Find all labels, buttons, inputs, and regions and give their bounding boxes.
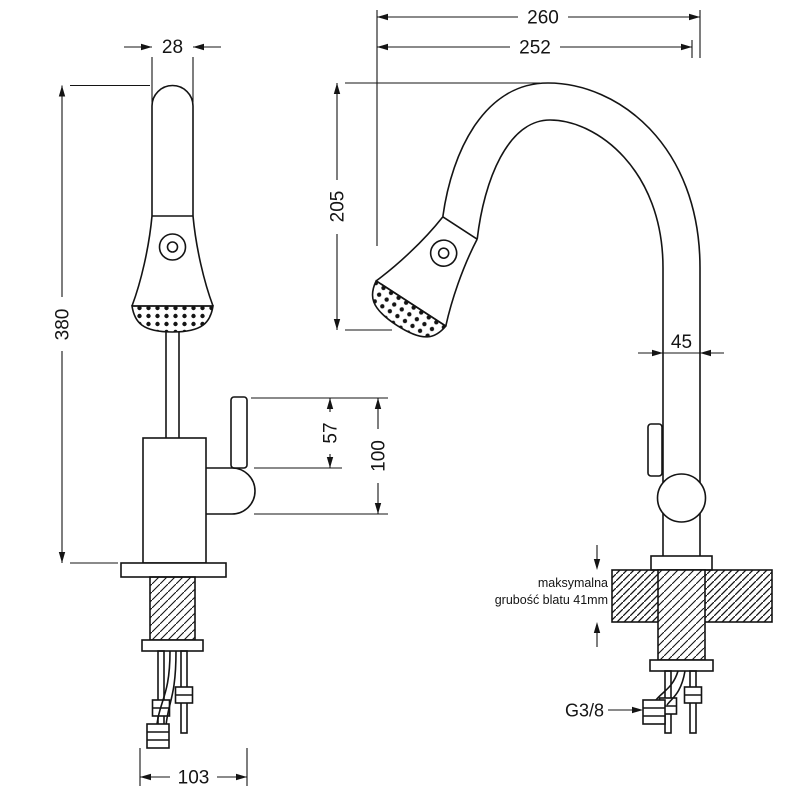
- dim-103-arrow-left: [140, 773, 151, 781]
- spray-head-cone-left: [375, 216, 444, 282]
- dim-103-extension-lines: [139, 748, 248, 786]
- mounting-stud-left: [157, 650, 165, 734]
- dim-28-extension-lines: [151, 57, 194, 102]
- dim-103-label-mask: [170, 766, 217, 788]
- hose-fitting-g38: [642, 699, 666, 725]
- threaded-shank: [149, 576, 196, 641]
- thickness-arrow-down: [593, 559, 601, 570]
- ball-joint: [656, 473, 707, 523]
- dim-100-label: 100: [369, 440, 390, 472]
- dim-205-label: 205: [328, 191, 349, 223]
- base-flange-side: [650, 555, 713, 571]
- dim-252-label-mask: [510, 36, 560, 58]
- handle-blade-side: [647, 423, 663, 477]
- dim-205-label-mask: [325, 180, 348, 234]
- threaded-shank-side: [657, 569, 706, 661]
- gooseneck-outer: [442, 82, 701, 556]
- spout-body: [151, 84, 194, 216]
- dim-57-100-extension-lines: [251, 397, 388, 515]
- dim-57-arrow-bottom: [326, 457, 334, 468]
- side-view: [371, 82, 773, 734]
- g38-arrowhead: [632, 706, 643, 714]
- mounting-washer: [141, 639, 204, 652]
- dim-252-arrow-left: [377, 43, 388, 51]
- dim-260-label: 260: [527, 8, 559, 29]
- hose-fitting: [146, 723, 170, 749]
- dim-100-arrow-bottom: [374, 503, 382, 514]
- spray-head-cone-right: [192, 215, 214, 307]
- spray-button-inner: [166, 241, 179, 253]
- dim-380-label: 380: [53, 309, 74, 341]
- spray-head-cone-left: [131, 215, 153, 307]
- mounting-washer-side: [649, 659, 714, 672]
- dim-57-arrow-top: [326, 398, 334, 409]
- front-view-dimensions: 28 380 57 100 103: [51, 37, 390, 789]
- hose-fitting-g38-lines: [643, 707, 665, 717]
- dim-57-label-mask: [320, 412, 341, 454]
- g38-label: G3/8: [565, 701, 604, 721]
- dim-28-arrow-left: [141, 43, 152, 51]
- gooseneck-inner: [476, 119, 664, 556]
- dim-100-arrow-top: [374, 398, 382, 409]
- aerator-face: [371, 279, 447, 338]
- supply-hose-a: [655, 670, 679, 701]
- spray-button-outer: [429, 239, 458, 267]
- supply-hose-right: [165, 650, 177, 727]
- dim-380-extension-lines: [70, 84, 150, 564]
- dim-45-arrow-left: [652, 349, 663, 357]
- dim-45-label-mask: [666, 332, 697, 352]
- handle-arm: [206, 467, 256, 515]
- dim-205-arrow-top: [333, 83, 341, 94]
- dim-260-252-extension-lines: [376, 10, 701, 246]
- base-flange: [120, 562, 227, 578]
- spray-button-inner: [437, 247, 450, 259]
- side-view-dimensions: 260 252 205 45 maksymalna grubość blatu …: [325, 6, 724, 721]
- dim-28-label: 28: [162, 37, 183, 58]
- dim-57-label: 57: [321, 422, 342, 443]
- dim-45-arrow-right: [700, 349, 711, 357]
- dim-28-arrow-right: [193, 43, 204, 51]
- spray-head-side: [371, 216, 478, 338]
- dim-103-arrow-right: [236, 773, 247, 781]
- dim-252-arrow-right: [681, 43, 692, 51]
- dim-45-label: 45: [671, 332, 692, 353]
- front-view: [120, 84, 256, 749]
- aerator-face: [131, 305, 214, 333]
- spray-head-cone-right: [445, 238, 478, 327]
- dim-205-arrow-bottom: [333, 319, 341, 330]
- handle-blade: [230, 396, 248, 469]
- spray-head-joint-line: [442, 216, 478, 240]
- dim-252-label: 252: [519, 38, 551, 59]
- supply-hose-b: [666, 670, 686, 706]
- counter-note-line1: maksymalna: [538, 576, 608, 590]
- hose-fitting-lines: [147, 731, 169, 741]
- spray-button-outer: [158, 233, 187, 261]
- dim-205-extension-lines: [345, 82, 540, 331]
- dim-100-label-mask: [367, 429, 389, 483]
- supply-hose-left: [156, 650, 171, 725]
- dim-380-arrow-bottom: [58, 552, 66, 563]
- counter-note-line2: grubość blatu 41mm: [495, 593, 608, 607]
- pullout-hose: [165, 332, 180, 438]
- dim-103-label: 103: [178, 768, 210, 789]
- faucet-body: [142, 437, 207, 564]
- dim-380-label-mask: [51, 297, 73, 351]
- dim-260-arrow-left: [377, 13, 388, 21]
- dim-380-arrow-top: [58, 85, 66, 97]
- dim-260-label-mask: [518, 6, 568, 28]
- thickness-arrow-up: [593, 622, 601, 633]
- dim-260-arrow-right: [689, 13, 700, 21]
